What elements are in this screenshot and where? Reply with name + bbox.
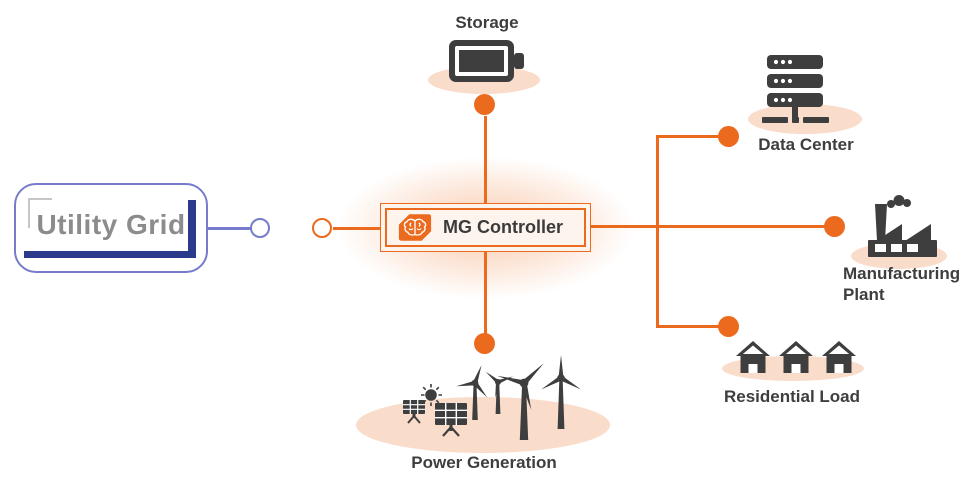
sun-icon — [421, 384, 442, 406]
data-center-label: Data Center — [758, 135, 854, 154]
battery-icon — [449, 40, 524, 82]
utility-grid-corner-mark — [28, 198, 30, 228]
mg-controller-box: MG Controller — [380, 203, 591, 252]
controller-left-line — [333, 227, 381, 230]
data-center-node-dot — [718, 126, 739, 147]
utility-grid-connector-line — [203, 227, 252, 230]
utility-grid-box: Utility Grid — [14, 183, 208, 273]
data-center-branch-line — [656, 135, 719, 138]
mg-controller-inner-frame: MG Controller — [385, 208, 586, 247]
residential-node-dot — [718, 316, 739, 337]
wind-turbine-icon — [456, 355, 581, 440]
residential-branch-line — [656, 325, 719, 328]
controller-manufacturing-line — [591, 225, 825, 228]
power-generation-label: Power Generation — [411, 453, 557, 472]
utility-grid-label: Utility Grid — [36, 209, 186, 240]
utility-grid-accent-bar-bottom — [24, 251, 196, 258]
wind-turbines-solar-icon — [403, 355, 581, 440]
utility-grid-terminal-circle — [250, 218, 270, 238]
ai-chip-brain-icon — [398, 214, 432, 241]
utility-grid-accent-bar-right — [188, 200, 196, 256]
storage-label: Storage — [455, 13, 519, 32]
manufacturing-plant-label: Manufacturing Plant — [843, 264, 961, 304]
factory-icon — [868, 195, 937, 257]
power-generation-node-dot — [474, 333, 495, 354]
server-rack-icon — [762, 55, 829, 123]
right-branch-vertical-line — [656, 135, 659, 328]
controller-terminal-circle — [312, 218, 332, 238]
storage-node-dot — [474, 94, 495, 115]
residential-load-label: Residential Load — [723, 387, 861, 406]
mg-controller-label: MG Controller — [443, 217, 563, 237]
houses-icon — [736, 341, 856, 373]
manufacturing-node-dot — [824, 216, 845, 237]
utility-grid-corner-mark — [28, 198, 52, 200]
solar-panel-icon — [403, 384, 467, 437]
controller-power-line — [484, 251, 487, 334]
power-generation-ground-ellipse — [356, 397, 610, 453]
controller-storage-line — [484, 116, 487, 204]
